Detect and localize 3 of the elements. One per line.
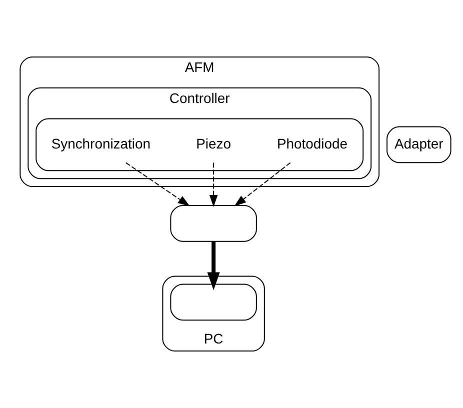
node-text: Photodiode <box>276 135 348 152</box>
node-text: Synchronization <box>51 135 150 152</box>
node-text: Piezo <box>196 135 231 152</box>
